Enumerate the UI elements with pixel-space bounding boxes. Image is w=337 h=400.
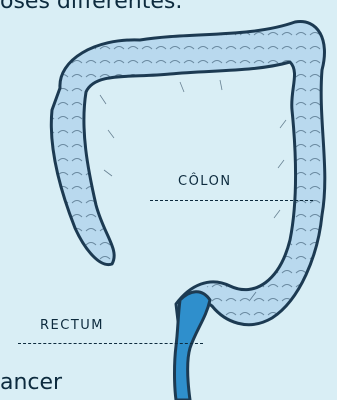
- colon-leader-line: [150, 200, 313, 201]
- footer-text-fragment: ancer: [0, 370, 62, 395]
- rectum-leader-line: [18, 343, 203, 344]
- rectum-shape: [175, 292, 211, 400]
- rectum-label: RECTUM: [40, 318, 104, 333]
- colon-label: CÔLON: [178, 174, 232, 189]
